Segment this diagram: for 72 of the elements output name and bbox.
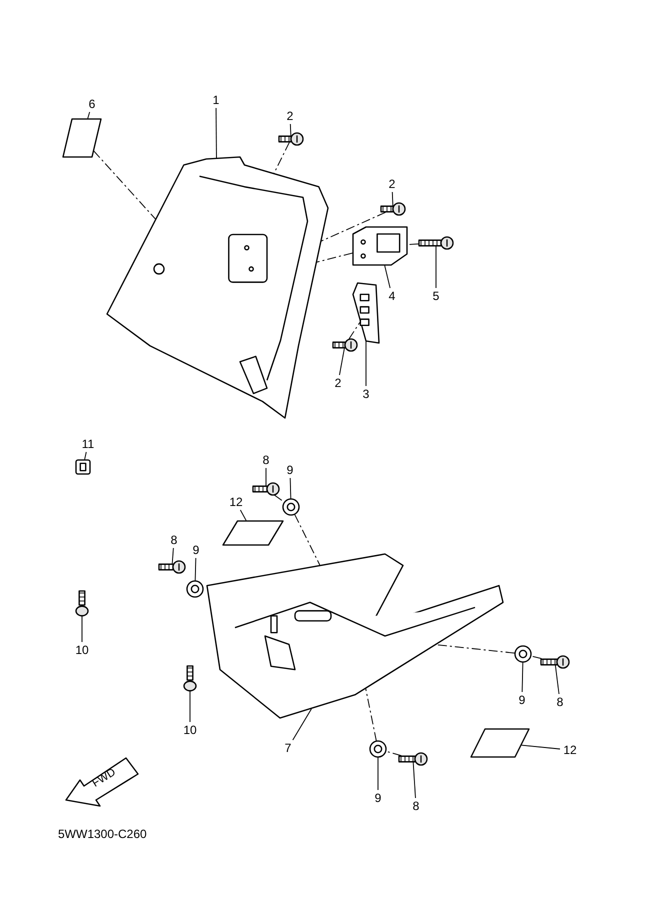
leader-line	[384, 265, 391, 288]
callout-number: 2	[384, 176, 400, 192]
callout-number: 9	[514, 692, 530, 708]
callout-number: 4	[384, 288, 400, 304]
leader-line	[554, 664, 560, 694]
callout-number: 8	[408, 798, 424, 814]
pad-drawing	[62, 118, 102, 158]
callout-number: 10	[180, 722, 200, 738]
assembly-line	[348, 322, 360, 340]
screw-drawing	[398, 752, 428, 766]
screw-drawing	[540, 655, 570, 669]
callout-number: 11	[78, 436, 98, 452]
leader-line	[194, 558, 196, 581]
callout-number: 7	[280, 740, 296, 756]
callout-number: 8	[258, 452, 274, 468]
leader-line	[339, 348, 345, 376]
screw-drawing	[380, 202, 406, 216]
leader-line	[172, 548, 174, 564]
callout-number: 1	[208, 92, 224, 108]
leader-line	[290, 478, 292, 499]
drawing-code: 5WW1300-C260	[58, 826, 147, 842]
washer-drawing	[514, 645, 532, 663]
leader-line	[240, 510, 247, 521]
callout-number: 12	[226, 494, 246, 510]
leader-line	[412, 762, 416, 798]
callout-number: 12	[560, 742, 580, 758]
leg-shield-drawing	[105, 155, 330, 420]
callout-number: 9	[282, 462, 298, 478]
callout-number: 9	[370, 790, 386, 806]
callout-number: 2	[282, 108, 298, 124]
leader-line	[292, 708, 312, 740]
plate-drawing	[352, 282, 380, 344]
callout-number: 10	[72, 642, 92, 658]
pad-drawing	[222, 520, 284, 546]
clip-drawing	[74, 458, 92, 476]
assembly-line	[316, 252, 353, 263]
callout-number: 9	[188, 542, 204, 558]
assembly-line	[386, 750, 402, 756]
assembly-line	[320, 212, 386, 242]
screw-drawing	[332, 338, 358, 352]
assembly-line	[93, 150, 156, 220]
pad-drawing	[470, 728, 530, 758]
assembly-line	[365, 688, 377, 742]
callout-number: 6	[84, 96, 100, 112]
leader-line	[87, 112, 90, 119]
callout-number: 3	[358, 386, 374, 402]
screw-drawing	[75, 590, 89, 618]
washer-drawing	[282, 498, 300, 516]
leader-line	[522, 662, 524, 692]
leader-line	[392, 192, 394, 206]
leader-line	[290, 124, 292, 136]
screw-drawing	[418, 236, 454, 250]
assembly-line	[407, 244, 419, 245]
screw-drawing	[158, 560, 186, 574]
leader-line	[84, 452, 87, 460]
washer-drawing	[186, 580, 204, 598]
washer-drawing	[369, 740, 387, 758]
callout-number: 8	[166, 532, 182, 548]
bracket-drawing	[352, 226, 408, 266]
screw-drawing	[278, 132, 304, 146]
footboard-drawing	[205, 552, 505, 720]
callout-number: 8	[552, 694, 568, 710]
callout-number: 2	[330, 375, 346, 391]
callout-number: 5	[428, 288, 444, 304]
screw-drawing	[183, 665, 197, 693]
leader-line	[216, 108, 217, 158]
leader-line	[521, 744, 560, 750]
screw-drawing	[252, 482, 280, 496]
assembly-line	[294, 514, 320, 566]
assembly-line	[436, 644, 515, 654]
assembly-line	[274, 494, 284, 502]
assembly-line	[530, 656, 542, 660]
